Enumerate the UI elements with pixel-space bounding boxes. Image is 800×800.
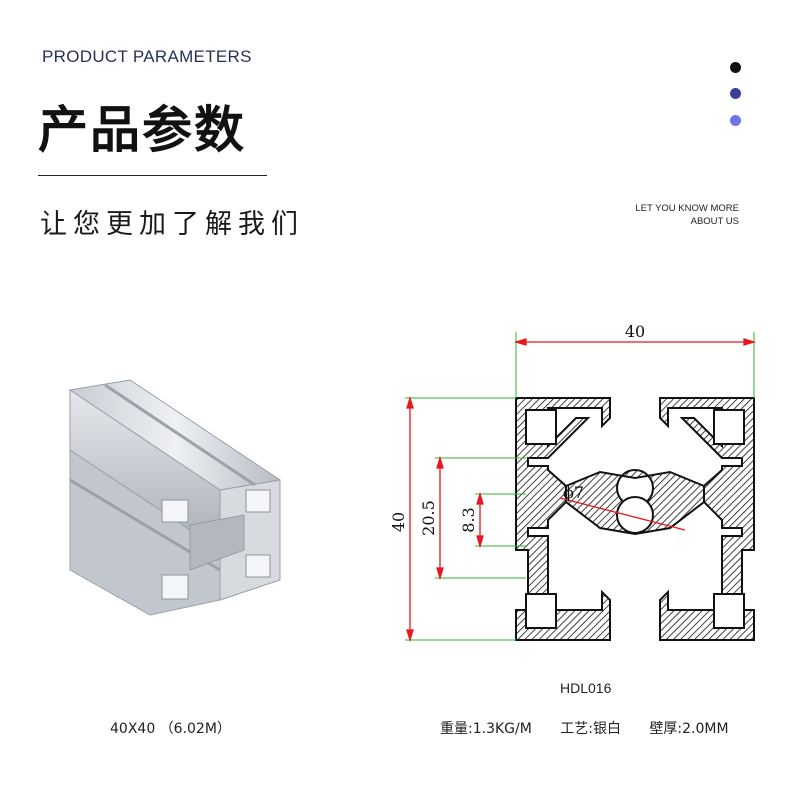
profile-section <box>515 397 755 641</box>
dim-slot-opening-label: 8.3 <box>459 507 478 532</box>
title-divider <box>38 175 267 176</box>
dim-slot-span-label: 20.5 <box>419 500 438 536</box>
dim-height-label: 40 <box>389 512 408 532</box>
know-more-line-2: ABOUT US <box>690 216 739 227</box>
spec-wall: 壁厚:2.0MM <box>649 721 729 737</box>
product-size-label: 40X40 （6.02M） <box>110 721 231 737</box>
decor-dot-1 <box>730 62 741 73</box>
extension-lines <box>405 332 755 641</box>
decor-dot-3 <box>730 115 741 126</box>
subtitle-en: PRODUCT PARAMETERS <box>42 47 252 66</box>
aluminum-profile-image <box>68 379 282 616</box>
model-code: HDL016 <box>560 680 612 696</box>
tagline: 让您更加了解我们 <box>40 209 304 240</box>
profile-cross-section-drawing: 40 40 20.5 8.3 ϕ7 <box>389 322 757 643</box>
know-more-line-1: LET YOU KNOW MORE <box>635 203 739 214</box>
dim-hole-label: ϕ7 <box>563 483 584 502</box>
know-more-text: LET YOU KNOW MORE ABOUT US <box>635 202 739 228</box>
decor-dot-2 <box>730 88 741 99</box>
dimension-lines <box>406 338 757 643</box>
spec-line: 重量:1.3KG/M 工艺:银白 壁厚:2.0MM <box>440 718 729 738</box>
spec-process: 工艺:银白 <box>560 721 621 737</box>
page-title: 产品参数 <box>38 101 246 159</box>
spec-weight: 重量:1.3KG/M <box>440 721 532 737</box>
dim-width-label: 40 <box>625 322 645 341</box>
